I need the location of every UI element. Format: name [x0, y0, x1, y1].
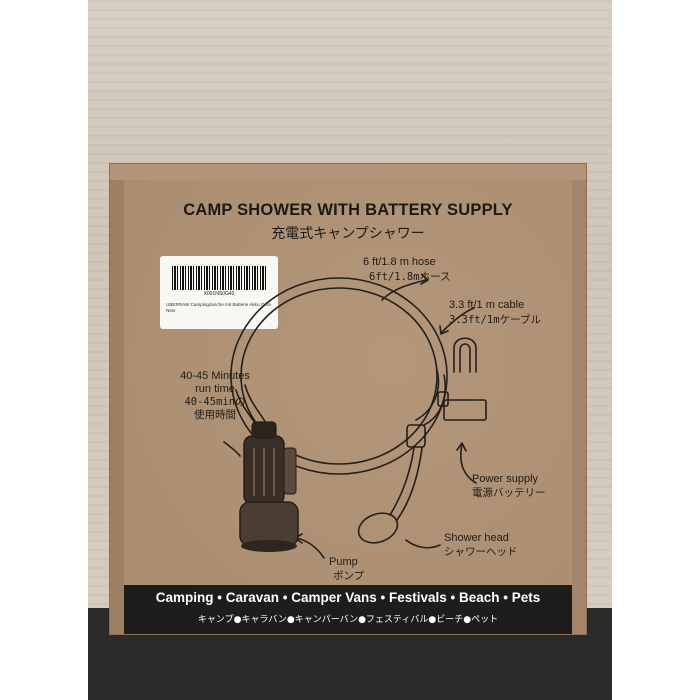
- showerhead-hose-2: [396, 447, 423, 521]
- hose-label-japanese: 6ft/1.8mホース: [369, 271, 451, 283]
- cable-label-japanese: 3.3ft/1mケーブル: [449, 314, 541, 326]
- pump-label: Pump: [329, 556, 358, 568]
- showerhead-hose: [389, 447, 415, 516]
- power-supply-clip-inner: [459, 343, 471, 373]
- cable-line: [415, 369, 440, 421]
- usage-banner-text-japanese: キャンプ●キャラバン●キャンパーバン●フェスティバル●ビーチ●ペット: [197, 615, 499, 625]
- sticker-description: UBERRAW Campingdusche mit Batterie Akku …: [166, 302, 272, 313]
- pump-body: [239, 421, 299, 552]
- box-right-edge: [572, 180, 586, 634]
- cable-line-2: [423, 374, 446, 426]
- runtime-arrow: [223, 441, 241, 457]
- hose-connector: [406, 424, 426, 448]
- shower-illustration: [223, 274, 487, 559]
- power-supply-base: [443, 399, 487, 421]
- cable-label: 3.3 ft/1 m cable: [449, 299, 525, 311]
- barcode-sticker: X001NS0G42 UBERRAW Campingdusche mit Bat…: [160, 256, 278, 329]
- cable-arrowhead: [439, 325, 449, 335]
- cable-arrow: [441, 307, 475, 333]
- shower-head-label-japanese: シャワーヘッド: [444, 546, 518, 558]
- runtime-label-japanese-line2: 使用時間: [194, 409, 236, 421]
- power-supply-label-japanese: 電源バッテリー: [472, 487, 546, 499]
- power-supply-label: Power supply: [472, 473, 539, 485]
- sticker-code: X001NS0G42: [203, 291, 235, 297]
- showerhead-arrow: [405, 539, 441, 549]
- box-left-edge: [110, 180, 124, 634]
- runtime-label-japanese-line1: 40-45minの: [184, 396, 246, 408]
- usage-banner-text: Camping • Caravan • Camper Vans • Festiv…: [155, 590, 541, 605]
- product-box: CAMP SHOWER WITH BATTERY SUPPLY 充電式キャンプシ…: [109, 163, 587, 635]
- usage-banner: Camping • Caravan • Camper Vans • Festiv…: [124, 585, 572, 634]
- box-front-face: CAMP SHOWER WITH BATTERY SUPPLY 充電式キャンプシ…: [124, 180, 572, 634]
- box-title: CAMP SHOWER WITH BATTERY SUPPLY: [183, 201, 513, 219]
- hose-arrow: [381, 279, 427, 301]
- box-title-japanese: 充電式キャンプシャワー: [271, 226, 425, 242]
- shower-head: [357, 512, 399, 544]
- hose-label: 6 ft/1.8 m hose: [363, 256, 436, 268]
- power-supply-clip: [453, 337, 477, 373]
- power-arrow: [460, 444, 477, 484]
- hose-coil-inner: [240, 287, 438, 465]
- power-arrowhead: [456, 442, 467, 452]
- shower-head-label: Shower head: [444, 532, 509, 544]
- runtime-label-line1: 40-45 Minutes: [180, 370, 250, 382]
- runtime-label-line2: run time: [195, 383, 235, 395]
- barcode-icon: [172, 266, 266, 290]
- box-top-edge: [110, 164, 586, 181]
- pump-arrow: [295, 537, 325, 559]
- power-supply-plug: [437, 391, 449, 407]
- hose-arrowhead: [420, 274, 429, 285]
- hose-coil-outer: [230, 277, 448, 475]
- pump-label-japanese: ポンプ: [333, 570, 365, 582]
